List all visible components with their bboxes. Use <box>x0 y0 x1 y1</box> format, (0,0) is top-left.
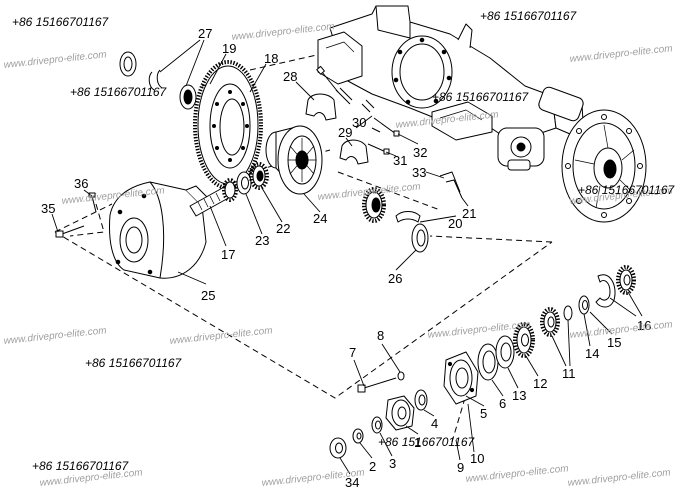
axle-housing <box>317 5 557 141</box>
site-watermark: www.drivepro-elite.com <box>465 463 569 485</box>
phone-watermark: +86 15166701167 <box>85 356 183 370</box>
callout-19: 19 <box>222 41 236 56</box>
bearing-race-20-21 <box>395 211 421 223</box>
bearing-11 <box>540 305 573 337</box>
bearing-13 <box>495 335 515 369</box>
callout-16: 16 <box>637 318 651 333</box>
phone-watermark: +86 15166701167 <box>432 90 530 104</box>
callout-26: 26 <box>388 271 402 286</box>
bolts-31-32 <box>367 117 400 155</box>
callout-29: 29 <box>338 125 352 140</box>
differential-case <box>265 125 323 195</box>
callout-24: 24 <box>313 211 327 226</box>
site-watermark: www.drivepro-elite.com <box>569 43 673 65</box>
bearing-cap-28 <box>305 93 337 121</box>
callout-5: 5 <box>480 406 487 421</box>
pinion-gear <box>189 178 238 217</box>
phone-watermark: +86 15166701167 <box>70 85 168 99</box>
bearing-26 <box>362 187 429 253</box>
phone-watermark: +86 15166701167 <box>12 15 110 29</box>
callout-25: 25 <box>201 288 215 303</box>
oil-seal-4 <box>414 389 428 411</box>
leader-lines <box>51 39 643 475</box>
callout-1: 1 <box>414 435 421 450</box>
callout-28: 28 <box>283 69 297 84</box>
callout-27: 27 <box>198 26 212 41</box>
washer-2 <box>352 428 364 444</box>
callout-15: 15 <box>607 335 621 350</box>
callout-18: 18 <box>264 51 278 66</box>
callout-14: 14 <box>585 346 599 361</box>
callout-33: 33 <box>412 165 426 180</box>
callout-4: 4 <box>431 416 438 431</box>
phone-watermark: +86 15166701167 <box>378 435 476 449</box>
callout-13: 13 <box>512 388 526 403</box>
callout-9: 9 <box>457 460 464 475</box>
callout-6: 6 <box>499 396 506 411</box>
phone-watermark: +86 15166701167 <box>480 9 578 23</box>
bearing-22 <box>249 162 269 190</box>
callout-32: 32 <box>413 145 427 160</box>
callout-30: 30 <box>352 115 366 130</box>
callout-12: 12 <box>533 376 547 391</box>
pinion-nut-34 <box>329 437 347 459</box>
callouts: 27 19 18 28 30 29 31 32 33 36 35 17 23 2… <box>41 26 651 490</box>
site-watermark: www.drivepro-elite.com <box>3 325 107 347</box>
screw-36 <box>88 192 97 213</box>
site-watermark: www.drivepro-elite.com <box>3 49 107 71</box>
callout-3: 3 <box>389 456 396 471</box>
washer-8 <box>397 371 405 381</box>
assembly-boundary <box>54 51 553 443</box>
callout-31: 31 <box>393 153 407 168</box>
washer-3 <box>371 416 383 434</box>
bearing-19 <box>179 83 211 110</box>
callout-35: 35 <box>41 201 55 216</box>
bearing-12 <box>513 322 535 358</box>
callout-2: 2 <box>369 459 376 474</box>
bearing-cap-29 <box>339 139 369 165</box>
site-watermark: www.drivepro-elite.com <box>169 325 273 347</box>
bearing-16 <box>616 265 636 295</box>
bearing-race-15 <box>595 274 616 308</box>
phone-watermarks: +86 15166701167 +86 15166701167 +86 1516… <box>12 9 676 473</box>
phone-watermark: +86 15166701167 <box>32 459 130 473</box>
callout-17: 17 <box>221 247 235 262</box>
brake-caliper <box>497 86 584 171</box>
callout-23: 23 <box>255 233 269 248</box>
callout-10: 10 <box>470 451 484 466</box>
callout-36: 36 <box>74 176 88 191</box>
callout-22: 22 <box>276 221 290 236</box>
ring-gear <box>193 60 263 190</box>
bearing-race-27 <box>119 51 163 91</box>
pins-33 <box>439 171 463 199</box>
bolt-7 <box>357 377 397 393</box>
callout-34: 34 <box>345 475 359 490</box>
bearing-23 <box>236 171 252 195</box>
phone-watermark: +86 15166701167 <box>578 183 676 197</box>
callout-7: 7 <box>349 345 356 360</box>
bolts-30 <box>316 65 375 113</box>
shim-6 <box>477 343 499 381</box>
callout-21: 21 <box>462 206 476 221</box>
callout-8: 8 <box>377 328 384 343</box>
bolt-35 <box>55 225 85 238</box>
bearing-cage-5 <box>443 351 479 405</box>
site-watermark: www.drivepro-elite.com <box>567 467 671 489</box>
companion-flange <box>385 395 415 431</box>
callout-11: 11 <box>562 366 576 381</box>
spacer-14 <box>578 295 590 315</box>
callout-20: 20 <box>448 216 462 231</box>
